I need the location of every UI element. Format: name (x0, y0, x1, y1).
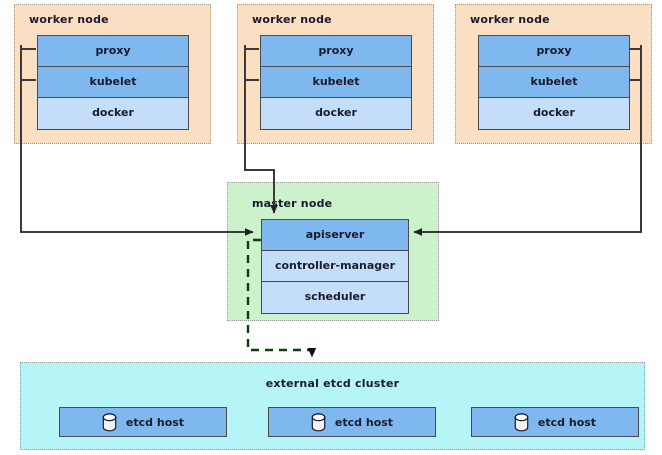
worker-node-3-label: worker node (470, 13, 550, 26)
etcd-host-2[interactable]: etcd host (268, 407, 436, 437)
etcd-host-1[interactable]: etcd host (59, 407, 227, 437)
external-etcd-cluster-group: external etcd cluster etcd host etcd hos… (20, 362, 645, 450)
database-cylinder-icon (311, 412, 326, 431)
etcd-host-3[interactable]: etcd host (471, 407, 639, 437)
worker-node-3-components: proxy kubelet docker (478, 35, 630, 130)
worker-node-1-components: proxy kubelet docker (37, 35, 189, 130)
master-node-components: apiserver controller-manager scheduler (261, 219, 409, 314)
database-cylinder-icon (102, 412, 117, 431)
database-cylinder-icon (514, 412, 529, 431)
worker-node-3-docker[interactable]: docker (479, 98, 629, 129)
etcd-host-2-label: etcd host (334, 415, 394, 429)
external-etcd-cluster-label: external etcd cluster (265, 377, 400, 390)
worker-node-1-kubelet[interactable]: kubelet (38, 67, 188, 98)
worker-node-2-group: worker node proxy kubelet docker (237, 4, 434, 144)
worker-node-2-proxy[interactable]: proxy (261, 36, 411, 67)
worker-node-1-label: worker node (29, 13, 109, 26)
worker-node-3-proxy[interactable]: proxy (479, 36, 629, 67)
master-node-group: master node apiserver controller-manager… (227, 182, 439, 321)
etcd-host-3-label: etcd host (537, 415, 597, 429)
worker-node-1-proxy[interactable]: proxy (38, 36, 188, 67)
worker-node-2-components: proxy kubelet docker (260, 35, 412, 130)
worker-node-3-group: worker node proxy kubelet docker (455, 4, 652, 144)
worker-node-1-group: worker node proxy kubelet docker (14, 4, 211, 144)
master-node-controller-manager[interactable]: controller-manager (262, 251, 408, 282)
worker-node-2-kubelet[interactable]: kubelet (261, 67, 411, 98)
worker-node-2-docker[interactable]: docker (261, 98, 411, 129)
master-node-scheduler[interactable]: scheduler (262, 282, 408, 313)
master-node-apiserver[interactable]: apiserver (262, 220, 408, 251)
worker-node-2-label: worker node (252, 13, 332, 26)
etcd-host-1-label: etcd host (125, 415, 185, 429)
worker-node-3-kubelet[interactable]: kubelet (479, 67, 629, 98)
master-node-label: master node (252, 197, 333, 210)
worker-node-1-docker[interactable]: docker (38, 98, 188, 129)
